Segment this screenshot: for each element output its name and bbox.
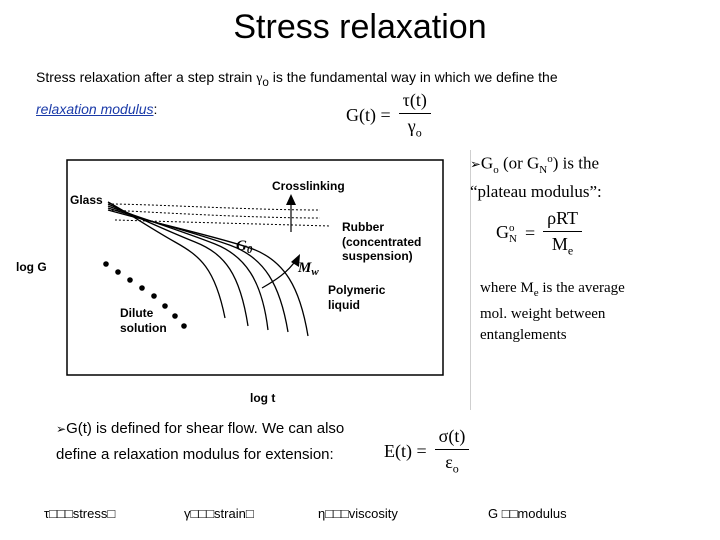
mw-arrow-head (291, 254, 300, 267)
symbol-legend: τ□□□stress□ γ□□□strain□ η□□□viscosity G … (44, 506, 704, 521)
curve-5 (107, 209, 309, 337)
label-polymeric-2: liquid (328, 298, 360, 312)
eq-e-fraction: σ(t) εo (434, 426, 470, 477)
eq-e-lhs: E(t) = (384, 440, 427, 461)
label-rubber-3: suspension) (342, 249, 413, 263)
intro-prefix: Stress relaxation after a step strain (36, 69, 257, 85)
curve-1 (107, 201, 226, 319)
label-crosslinking: Crosslinking (272, 179, 345, 193)
intro-suffix: is the fundamental way in which we defin… (268, 69, 558, 85)
eq-g-numerator: τ(t) (398, 90, 431, 114)
axis-label-x: log t (250, 391, 275, 405)
crosslink-line-1 (107, 203, 321, 211)
crosslink-line-2 (107, 209, 321, 219)
eq-e-denominator: εo (445, 452, 459, 476)
extension-note: ➢G(t) is defined for shear flow. We can … (56, 420, 345, 463)
label-glass: Glass (70, 193, 103, 207)
label-dilute-1: Dilute (120, 306, 154, 320)
label-rubber-2: (concentrated (342, 235, 421, 249)
mw-arrow-shaft (261, 259, 297, 289)
eq-gn-equals: = (524, 222, 536, 243)
label-mw: Mw (297, 260, 319, 278)
eq-e-numerator: σ(t) (434, 426, 470, 450)
diagram-frame (66, 159, 444, 376)
eq-gn-numerator: ρRT (543, 208, 583, 232)
intro-paragraph: Stress relaxation after a step strain γo… (36, 64, 676, 123)
gamma-subscript: o (262, 75, 269, 89)
intro-colon: : (153, 100, 158, 117)
crosslink-arrow-head (286, 194, 296, 205)
eq-g-lhs: G(t) = (346, 104, 391, 125)
eq-g-fraction: τ(t) γo (398, 90, 431, 141)
stress-relaxation-diagram: Glass Crosslinking Rubber (concentrated … (16, 159, 444, 405)
gamma-symbol: γ (256, 71, 263, 86)
label-dilute-2: solution (120, 321, 167, 335)
bullet-arrow-icon-2: ➢ (56, 422, 67, 436)
legend-g: G □□modulus (488, 506, 567, 521)
axis-label-y: log G (16, 260, 47, 274)
legend-gamma: γ□□□strain□ (184, 506, 254, 521)
legend-eta: η□□□viscosity (318, 506, 398, 521)
label-rubber-1: Rubber (342, 220, 384, 234)
equation-extension-modulus: E(t) = σ(t) εo (384, 426, 470, 477)
eq-g-denominator: γo (407, 116, 422, 140)
slide-title: Stress relaxation (233, 8, 487, 46)
eq-gn-fraction: ρRT Me (543, 208, 583, 259)
bullet-arrow-icon: ➢ (470, 156, 481, 172)
dilute-solution-dots (103, 261, 187, 329)
equation-relaxation-modulus: G(t) = τ(t) γo (346, 90, 431, 141)
relaxation-modulus-link[interactable]: relaxation modulus (36, 100, 154, 117)
divider-line (470, 150, 471, 410)
label-polymeric-1: Polymeric (328, 283, 386, 297)
entanglement-note: where Me is the average mol. weight betw… (480, 280, 625, 343)
eq-gn-denominator: Me (551, 234, 574, 258)
legend-tau: τ□□□stress□ (44, 506, 116, 521)
plateau-modulus-text: ➢Go (or GNo) is the “plateau modulus”: (470, 153, 602, 202)
plateau-line-2: “plateau modulus”: (470, 182, 602, 202)
label-g0: G0 (236, 238, 253, 256)
